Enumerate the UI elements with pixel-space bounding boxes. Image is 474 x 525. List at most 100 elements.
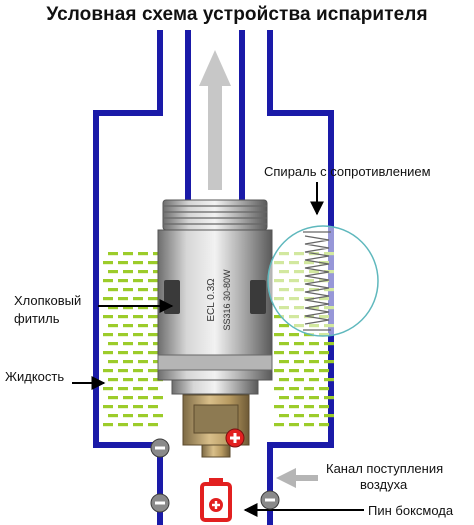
liquid-dash	[294, 378, 304, 382]
liquid-dash	[274, 387, 284, 391]
liquid-dash	[148, 387, 158, 391]
liquid-dash	[118, 297, 128, 301]
liquid-dash	[279, 342, 289, 346]
liquid-dash	[108, 306, 118, 310]
liquid-dash	[123, 288, 133, 292]
liquid-dash	[103, 333, 113, 337]
liquid-dash	[123, 270, 133, 274]
liquid-dash	[118, 261, 128, 265]
liquid-dash	[108, 324, 118, 328]
liquid-dash	[138, 378, 148, 382]
liquid-dash	[279, 378, 289, 382]
liquid-dash	[138, 252, 148, 256]
boxmod-pin	[200, 478, 232, 522]
liquid-dash	[289, 351, 299, 355]
liquid-dash	[108, 342, 118, 346]
airflow-out-arrow	[199, 50, 231, 190]
coil-head: ECL 0.3Ω SS316 30-80W	[157, 199, 273, 395]
liquid-dash	[279, 360, 289, 364]
liquid-dash	[133, 279, 143, 283]
wick-hole-right	[250, 280, 266, 314]
liquid-dash	[148, 351, 158, 355]
liquid-dash	[148, 315, 158, 319]
liquid-dash	[289, 405, 299, 409]
liquid-dash	[118, 387, 128, 391]
liquid-dash	[324, 378, 334, 382]
pointer-arrows	[72, 182, 364, 517]
liquid-dash	[309, 360, 319, 364]
liquid-dash	[133, 351, 143, 355]
liquid-dash	[153, 414, 163, 418]
liquid-dash	[304, 423, 314, 427]
liquid-dash	[274, 369, 284, 373]
liquid-dash	[148, 297, 158, 301]
liquid-dash	[319, 369, 329, 373]
liquid-dash	[274, 351, 284, 355]
liquid-dash	[118, 423, 128, 427]
liquid-dash	[138, 288, 148, 292]
liquid-dash	[103, 405, 113, 409]
liquid-dash	[309, 396, 319, 400]
liquid-dash	[123, 306, 133, 310]
liquid-dash	[108, 288, 118, 292]
liquid-dash	[123, 342, 133, 346]
liquid-dash	[138, 270, 148, 274]
liquid-dash	[118, 315, 128, 319]
coil-label: Спираль с сопротивлением	[264, 164, 431, 179]
liquid-dash	[123, 414, 133, 418]
liquid-dash	[123, 360, 133, 364]
liquid-dash	[103, 279, 113, 283]
liquid-dash	[118, 351, 128, 355]
wick-hole-left	[164, 280, 180, 314]
liquid-dash	[138, 342, 148, 346]
liquid-dash	[108, 360, 118, 364]
liquid-dash	[138, 414, 148, 418]
liquid-dash	[138, 360, 148, 364]
liquid-dash	[133, 423, 143, 427]
liquid-dash	[304, 387, 314, 391]
liquid-dash	[309, 414, 319, 418]
liquid-dash	[294, 342, 304, 346]
liquid-dash	[133, 333, 143, 337]
liquid-dash	[148, 333, 158, 337]
liquid-dash	[274, 315, 284, 319]
liquid-dash	[319, 405, 329, 409]
liquid-dash	[324, 342, 334, 346]
liquid-dash	[123, 324, 133, 328]
liquid-dash	[304, 405, 314, 409]
liquid-dash	[294, 360, 304, 364]
liquid-dash	[319, 351, 329, 355]
airflow-label-line2: воздуха	[360, 477, 408, 492]
liquid-dash	[103, 351, 113, 355]
minus-icon	[150, 493, 170, 513]
pin-label: Пин боксмода	[368, 503, 454, 518]
liquid-dash	[274, 423, 284, 427]
liquid-dash	[118, 369, 128, 373]
liquid-dash	[133, 387, 143, 391]
liquid-dash	[103, 423, 113, 427]
liquid-dash	[103, 315, 113, 319]
liquid-dash	[118, 405, 128, 409]
wick-label-line2: фитиль	[14, 311, 60, 326]
thread-lines	[163, 205, 267, 225]
liquid-dash	[304, 351, 314, 355]
liquid-dash	[148, 423, 158, 427]
liquid-dash	[138, 306, 148, 310]
wick-label-line1: Хлопковый	[14, 293, 82, 308]
airflow-in-arrow	[276, 468, 318, 488]
liquid-dash	[103, 369, 113, 373]
liquid-dash	[279, 414, 289, 418]
liquid-dash	[123, 396, 133, 400]
liquid-dash	[123, 378, 133, 382]
minus-icon	[260, 490, 280, 510]
liquid-dash	[108, 252, 118, 256]
liquid-dash	[319, 387, 329, 391]
liquid-dash	[118, 333, 128, 337]
plus-icon	[225, 428, 245, 448]
liquid-dash	[309, 378, 319, 382]
liquid-dash	[274, 333, 284, 337]
liquid-dash	[133, 405, 143, 409]
liquid-dash	[304, 369, 314, 373]
liquid-dash	[138, 396, 148, 400]
